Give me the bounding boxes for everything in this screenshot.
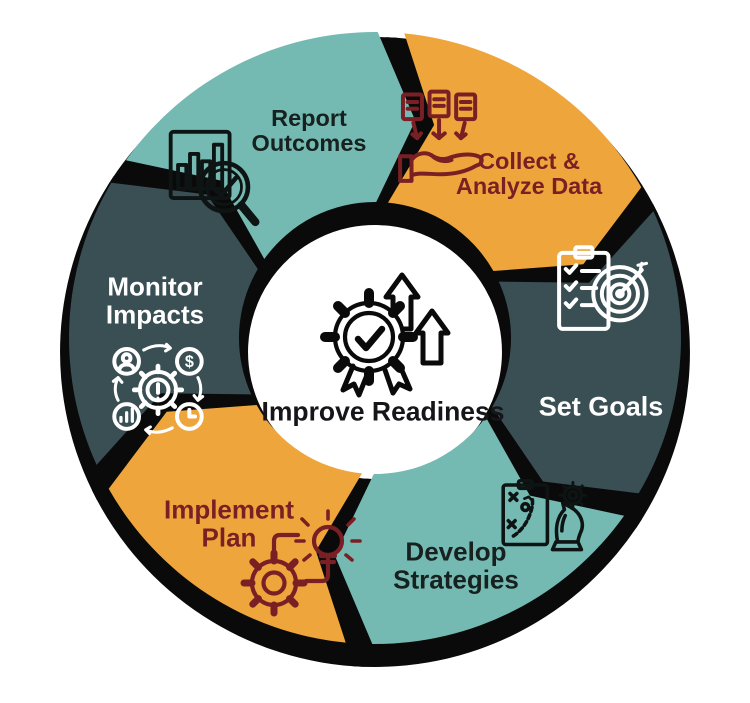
report-outcomes-icon: [168, 129, 260, 227]
segment-implement-plan: [108, 405, 362, 643]
implement-plan-icon: [240, 509, 362, 617]
segment-develop-strategies: [334, 417, 625, 645]
segment-report-outcomes: [125, 31, 416, 259]
collect-data-icon: [398, 89, 484, 183]
improve-readiness-icon: [320, 272, 451, 398]
set-goals-icon: [557, 245, 649, 331]
develop-strategies-icon: [501, 478, 588, 552]
segment-collect-analyze-data: [388, 33, 642, 272]
monitor-impacts-icon: $: [111, 342, 205, 436]
svg-text:$: $: [185, 353, 194, 371]
